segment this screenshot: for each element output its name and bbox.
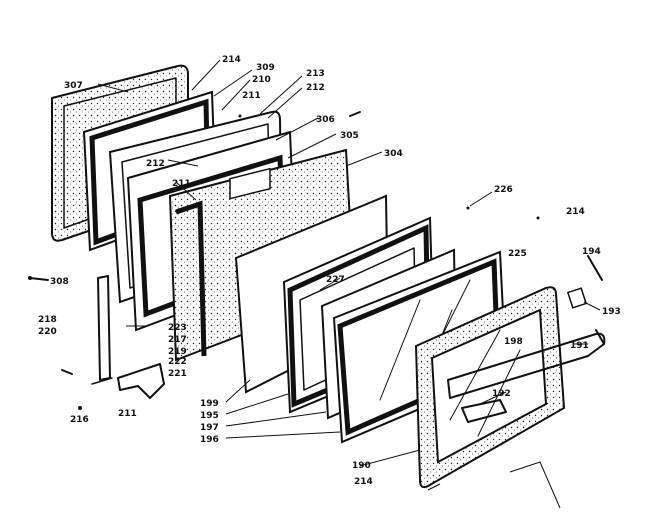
label-222: 222: [168, 357, 187, 367]
part-218-hinge: [91, 275, 113, 385]
label-306: 306: [316, 115, 335, 125]
part-labels: 307 214 309 210 211 213 212 306 305 304 …: [38, 55, 621, 487]
label-214-bottom: 214: [354, 477, 373, 487]
label-211-mid: 211: [172, 179, 191, 189]
label-212-top: 212: [306, 83, 325, 93]
label-212-mid: 212: [146, 159, 165, 169]
label-304: 304: [384, 149, 403, 159]
label-211-bottom: 211: [118, 409, 137, 419]
hardware-small-parts: [28, 111, 603, 410]
label-190: 190: [352, 461, 371, 471]
corner-guide-line: [509, 461, 561, 509]
label-217: 217: [168, 335, 187, 345]
label-225: 225: [508, 249, 527, 259]
label-196: 196: [200, 435, 219, 445]
label-219: 219: [168, 347, 187, 357]
label-191: 191: [570, 341, 589, 351]
label-199: 199: [200, 399, 219, 409]
label-305: 305: [340, 131, 359, 141]
label-220: 220: [38, 327, 57, 337]
label-308: 308: [50, 277, 69, 287]
label-221: 221: [168, 369, 187, 379]
label-198: 198: [504, 337, 523, 347]
label-197: 197: [200, 423, 219, 433]
label-213: 213: [306, 69, 325, 79]
part-192-handle-bracket: [461, 399, 507, 423]
label-194: 194: [582, 247, 601, 257]
label-223: 223: [168, 323, 187, 333]
label-214-right: 214: [566, 207, 585, 217]
label-216: 216: [70, 415, 89, 425]
label-195: 195: [200, 411, 219, 421]
label-218: 218: [38, 315, 57, 325]
part-191-handle: [447, 329, 606, 399]
label-307: 307: [64, 81, 83, 91]
label-226: 226: [494, 185, 513, 195]
label-309: 309: [256, 63, 275, 73]
label-227: 227: [326, 275, 345, 285]
leader-lines: [97, 59, 601, 491]
part-221-hinge-link: [117, 363, 165, 399]
label-193: 193: [602, 307, 621, 317]
label-211-top: 211: [242, 91, 261, 101]
label-214-top: 214: [222, 55, 241, 65]
label-192: 192: [492, 389, 511, 399]
label-210: 210: [252, 75, 271, 85]
